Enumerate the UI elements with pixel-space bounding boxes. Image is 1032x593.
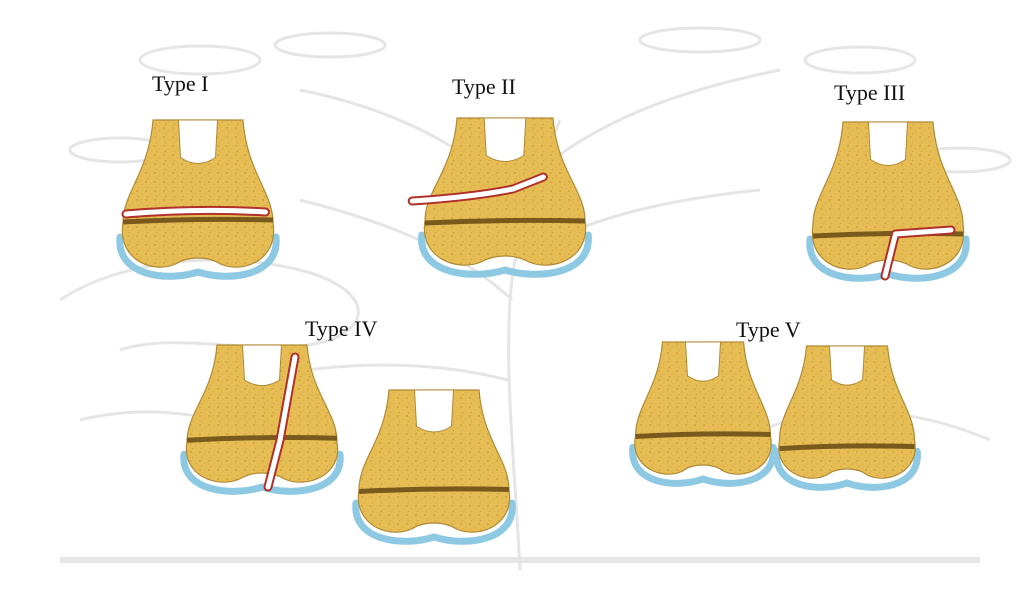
bone-type-5a-growth-plate — [636, 434, 771, 437]
bone-type-2 — [412, 118, 588, 274]
bone-type-4b-growth-plate — [359, 489, 509, 492]
bone-type-5b-medullary-canal — [829, 346, 864, 385]
bone-type-2-growth-plate — [425, 220, 585, 223]
bone-type-2-medullary-canal — [484, 118, 526, 162]
bone-type-5a — [633, 342, 774, 483]
bone-type-4a-medullary-canal — [243, 345, 282, 386]
bone-type-3 — [810, 122, 966, 278]
bone-type-5a-medullary-canal — [685, 342, 720, 381]
bone-type-4a-growth-plate — [187, 438, 337, 441]
bone-type-1-medullary-canal — [179, 120, 218, 164]
label-type-4: Type IV — [305, 316, 377, 341]
bone-type-3-medullary-canal — [869, 122, 908, 166]
label-type-2: Type II — [452, 74, 516, 99]
label-type-1: Type I — [152, 71, 209, 96]
bone-type-1-growth-plate — [123, 219, 273, 222]
bone-type-4b-medullary-canal — [415, 390, 454, 432]
bone-type-4b — [356, 390, 512, 541]
bone-type-5b-growth-plate — [780, 446, 915, 449]
bone-type-1 — [120, 120, 276, 276]
bone-type-5b — [777, 346, 918, 487]
label-type-3: Type III — [834, 80, 905, 105]
bone-type-4a — [184, 345, 340, 491]
label-type-5: Type V — [736, 317, 801, 342]
